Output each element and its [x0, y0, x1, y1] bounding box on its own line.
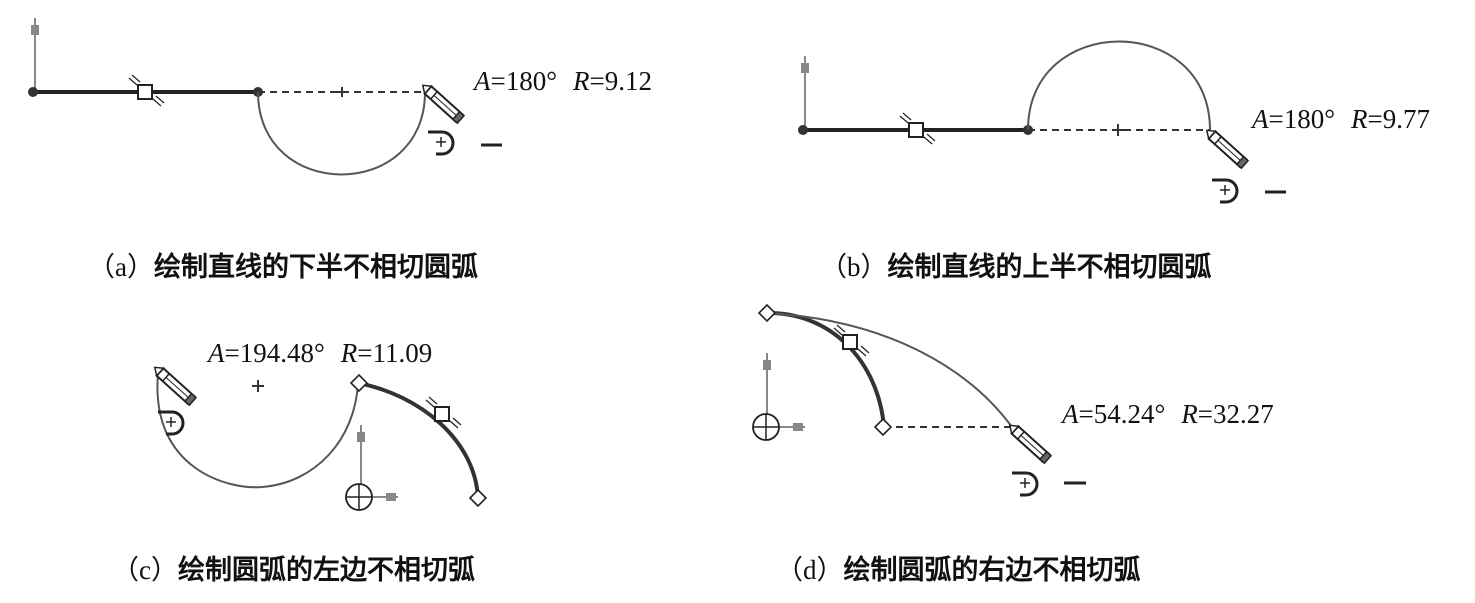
- caption-text: 绘制直线的上半不相切圆弧: [887, 252, 1212, 283]
- arc-cursor-icon: [1010, 471, 1039, 497]
- radius-value: =9.12: [589, 66, 653, 96]
- angle-value: =194.48°: [224, 338, 325, 368]
- angle-label: A: [474, 66, 491, 96]
- readout-a: A=180° R=9.12: [474, 66, 652, 97]
- arc-right: [766, 312, 1013, 428]
- arc-endpoint: [469, 489, 487, 507]
- caption-text: 绘制圆弧的左边不相切弧: [177, 555, 475, 586]
- center-mark: [252, 380, 264, 392]
- pencil-icon: [418, 80, 466, 125]
- arc-cursor-icon: [426, 130, 455, 156]
- radius-label: R: [1351, 104, 1368, 134]
- arc-endpoint: [350, 374, 368, 392]
- origin-icon: [345, 483, 373, 511]
- center-mark: [337, 87, 347, 97]
- angle-value: =180°: [1268, 104, 1336, 134]
- arc-endpoint: [758, 304, 776, 322]
- arc-cursor-icon: [1210, 178, 1239, 204]
- caption-tag: （d）: [776, 555, 844, 585]
- pencil-icon: [1202, 125, 1250, 170]
- radius-label: R: [573, 66, 590, 96]
- panel-b-figure: [798, 40, 1286, 204]
- panel-c-figure: [150, 362, 487, 511]
- caption-a: （a）绘制直线的下半不相切圆弧: [88, 245, 478, 284]
- origin-point: [28, 87, 38, 97]
- panel-d-figure: [752, 304, 1086, 497]
- readout-d: A=54.24° R=32.27: [1062, 399, 1274, 430]
- angle-value: =54.24°: [1078, 399, 1166, 429]
- angle-label: A: [1062, 399, 1079, 429]
- caption-tag: （b）: [820, 252, 888, 282]
- caption-tag: （a）: [88, 252, 154, 282]
- angle-label: A: [208, 338, 225, 368]
- radius-label: R: [340, 338, 358, 368]
- angle-label: A: [1252, 104, 1269, 134]
- caption-c: （c）绘制圆弧的左边不相切弧: [112, 548, 475, 587]
- y-axis-marker: [31, 25, 39, 35]
- y-axis-marker: [763, 360, 771, 370]
- caption-text: 绘制直线的下半不相切圆弧: [153, 252, 478, 283]
- y-axis-marker: [801, 63, 809, 73]
- y-axis-marker: [357, 432, 365, 442]
- radius-value: =11.09: [357, 338, 433, 368]
- origin-icon: [752, 413, 780, 441]
- x-axis-marker: [386, 493, 396, 501]
- arc-lower: [257, 91, 426, 176]
- x-axis-marker: [793, 423, 803, 431]
- arc-endpoint: [874, 418, 892, 436]
- readout-b: A=180° R=9.77: [1252, 104, 1430, 135]
- radius-value: =32.27: [1197, 399, 1274, 429]
- arc-upper: [1027, 40, 1211, 131]
- tangent-point-icon: [425, 396, 462, 429]
- readout-c: A=194.48° R=11.09: [208, 338, 432, 369]
- radius-value: =9.77: [1367, 104, 1431, 134]
- existing-arc: [357, 381, 480, 499]
- caption-text: 绘制圆弧的右边不相切弧: [843, 555, 1141, 586]
- center-mark: [1112, 124, 1124, 136]
- caption-b: （b）绘制直线的上半不相切圆弧: [820, 245, 1212, 284]
- radius-label: R: [1181, 399, 1198, 429]
- origin-point: [798, 125, 808, 135]
- arc-left: [156, 373, 359, 489]
- caption-tag: （c）: [112, 555, 178, 585]
- angle-value: =180°: [490, 66, 558, 96]
- pencil-icon: [1005, 420, 1053, 465]
- caption-d: （d）绘制圆弧的右边不相切弧: [776, 548, 1141, 587]
- panel-a-figure: [28, 18, 502, 176]
